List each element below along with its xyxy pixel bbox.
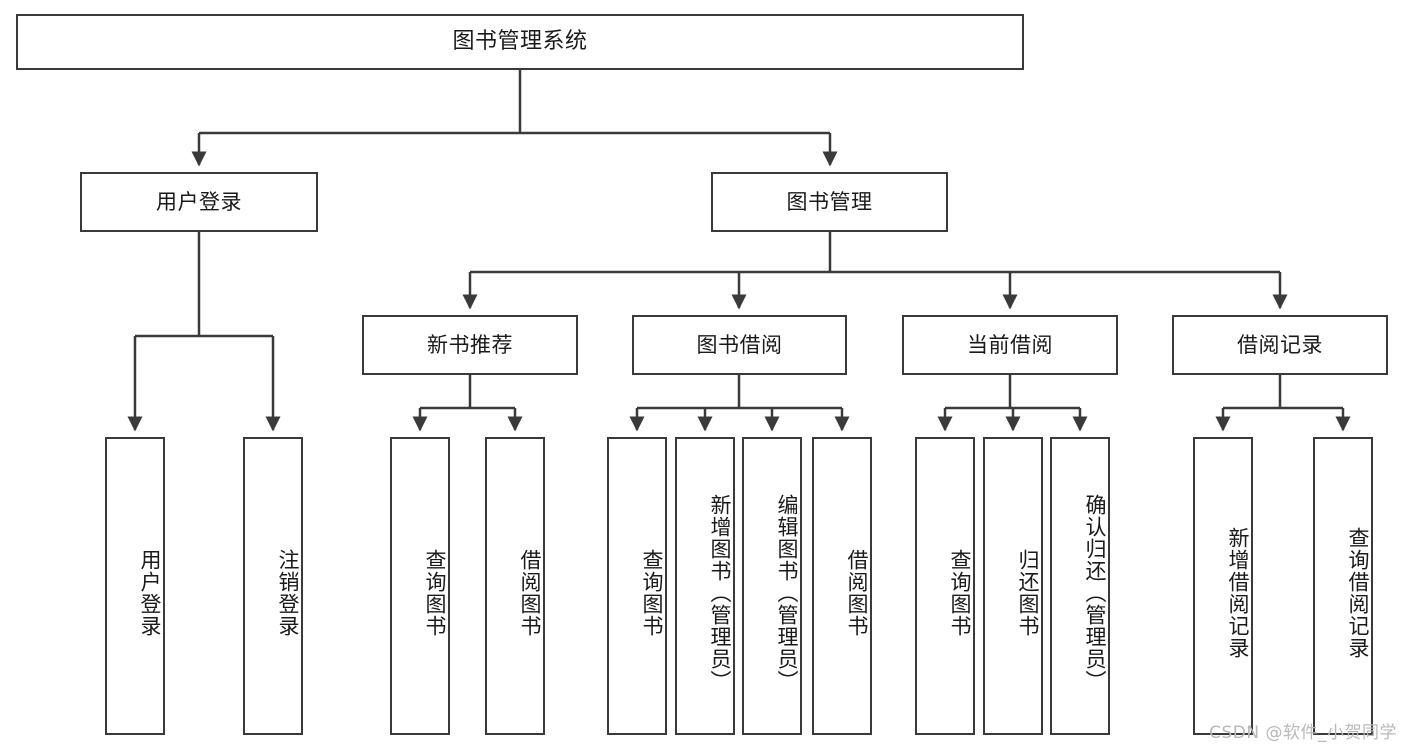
node-leaf-add-borrow-record[interactable]: 新增借阅记录 (1193, 437, 1253, 735)
node-leaf-edit-book-admin[interactable]: 编辑图书（管理员） (742, 437, 802, 735)
node-leaf-confirm-return-admin[interactable]: 确认归还（管理员） (1050, 437, 1110, 735)
node-leaf-borrow-book-rec[interactable]: 借阅图书 (485, 437, 545, 735)
node-leaf-query-borrow-record[interactable]: 查询借阅记录 (1313, 437, 1373, 735)
node-leaf-query-book-current[interactable]: 查询图书 (915, 437, 975, 735)
node-user-login[interactable]: 用户登录 (80, 172, 318, 232)
node-leaf-add-book-admin[interactable]: 新增图书（管理员） (675, 437, 735, 735)
node-leaf-query-book-rec[interactable]: 查询图书 (390, 437, 450, 735)
csdn-watermark: CSDN @软件_小贺同学 (1209, 723, 1397, 743)
node-borrow-record[interactable]: 借阅记录 (1172, 315, 1388, 375)
node-leaf-user-login[interactable]: 用户登录 (105, 437, 165, 735)
node-leaf-return-book[interactable]: 归还图书 (983, 437, 1043, 735)
node-leaf-logout[interactable]: 注销登录 (243, 437, 303, 735)
node-current-borrow[interactable]: 当前借阅 (902, 315, 1118, 375)
node-root-system[interactable]: 图书管理系统 (16, 14, 1024, 70)
node-book-manage[interactable]: 图书管理 (711, 172, 948, 232)
node-leaf-query-book-borrow[interactable]: 查询图书 (607, 437, 667, 735)
node-new-book-recommend[interactable]: 新书推荐 (362, 315, 578, 375)
node-book-borrow[interactable]: 图书借阅 (632, 315, 847, 375)
node-leaf-borrow-book[interactable]: 借阅图书 (812, 437, 872, 735)
